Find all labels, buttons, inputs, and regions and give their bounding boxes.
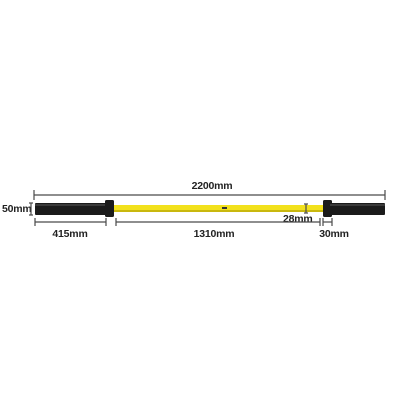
collar-width-label: 30mm [319,228,349,240]
collar-width-dimension: 30mm [319,218,349,240]
left-sleeve-highlight [35,204,107,206]
grip-length-dimension: 1310mm [115,218,321,240]
barbell [35,200,385,217]
right-sleeve-highlight [330,204,385,206]
overall-length-label: 2200mm [192,180,233,192]
barbell-shaft-shadow [110,210,332,212]
sleeve-length-dimension: 415mm [34,218,107,240]
sleeve-diameter-label: 50mm [2,203,32,215]
shaft-logo-mark [222,207,227,209]
shaft-diameter-label: 28mm [283,213,313,225]
overall-length-dimension: 2200mm [33,180,386,200]
sleeve-length-label: 415mm [52,228,87,240]
right-collar [323,200,332,217]
sleeve-diameter-dimension: 50mm [2,202,33,216]
left-collar [105,200,114,217]
grip-length-label: 1310mm [194,228,235,240]
